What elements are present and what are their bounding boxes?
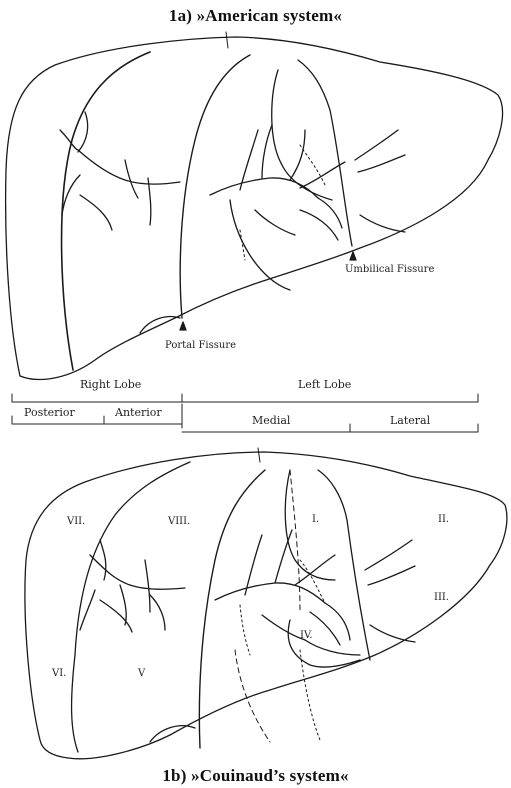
umbilical-fissure-label: Umbilical Fissure: [345, 264, 434, 275]
anterior-label: Anterior: [115, 406, 162, 419]
segment-IV-label: IV.: [300, 630, 313, 641]
portal-fissure-label: Portal Fissure: [165, 340, 236, 351]
segment-II-label: II.: [438, 514, 449, 525]
umbilical-fissure-line: [298, 60, 352, 246]
posterior-label: Posterior: [24, 406, 75, 419]
liver-couinaud: [25, 448, 507, 759]
liver-american: [6, 32, 503, 379]
right-lobe-label: Right Lobe: [80, 378, 141, 391]
umbilical-fissure-line-bottom: [318, 470, 370, 660]
segment-I-label: I.: [312, 514, 319, 525]
right-sector-line-top: [62, 52, 150, 370]
left-lobe-label: Left Lobe: [298, 378, 351, 391]
segment-V-label: V: [138, 668, 145, 679]
medial-label: Medial: [252, 414, 290, 427]
title-couinaud-system: 1b) »Couinaud’s system«: [0, 766, 511, 786]
portal-fissure-line: [180, 55, 250, 318]
liver-outline-bottom: [25, 452, 507, 759]
segment-VIII-label: VIII.: [168, 516, 190, 527]
right-sector-line-bottom: [75, 462, 190, 655]
segment-VI-label: VI.: [52, 668, 66, 679]
portal-fissure-line-bottom: [199, 470, 265, 748]
segment-VII-label: VII.: [67, 516, 85, 527]
lateral-label: Lateral: [390, 414, 430, 427]
segment-III-label: III.: [434, 592, 449, 603]
liver-outline-top: [6, 37, 503, 379]
